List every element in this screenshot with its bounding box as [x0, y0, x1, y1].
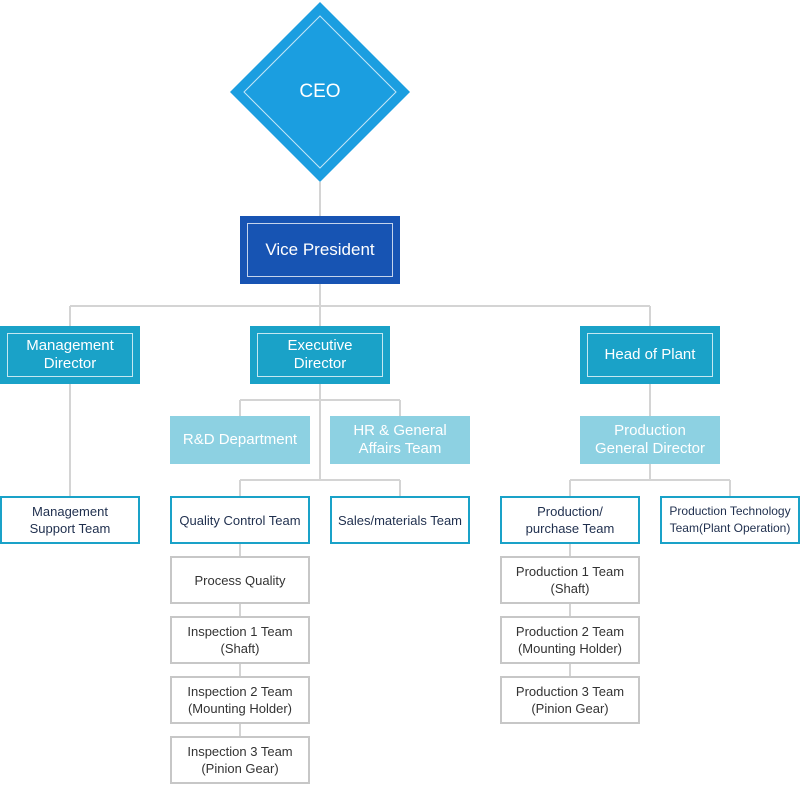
vice-president-label: Vice President [265, 240, 375, 259]
production-subteam-node: Production 2 Team (Mounting Holder) [500, 616, 640, 664]
production-subteam-node: Production 1 Team (Shaft) [500, 556, 640, 604]
management-director-node: Management Director [0, 326, 140, 384]
production-technology-team-node: Production Technology Team(Plant Operati… [660, 496, 800, 544]
management-support-team-label: Management Support Team [29, 504, 111, 536]
production-technology-team-label: Production Technology Team(Plant Operati… [669, 504, 791, 535]
quality-subteam-label: Inspection 2 Team (Mounting Holder) [187, 684, 293, 716]
quality-subteam-label: Inspection 3 Team (Pinion Gear) [187, 744, 293, 776]
executive-director-label: Executive Director [287, 337, 353, 372]
rnd-department-label: R&D Department [182, 431, 298, 448]
quality-subteam-node: Inspection 2 Team (Mounting Holder) [170, 676, 310, 724]
production-general-director-node: Production General Director [580, 416, 720, 464]
production-subteam-label: Production 2 Team (Mounting Holder) [515, 624, 625, 656]
production-subteam-label: Production 1 Team (Shaft) [515, 564, 625, 596]
rnd-department-node: R&D Department [170, 416, 310, 464]
hr-general-affairs-label: HR & General Affairs Team [353, 422, 447, 457]
quality-subteam-node: Inspection 1 Team (Shaft) [170, 616, 310, 664]
executive-director-node: Executive Director [250, 326, 390, 384]
head-of-plant-label: Head of Plant [604, 346, 696, 363]
quality-subteam-label: Process Quality [194, 572, 286, 588]
management-director-label: Management Director [26, 337, 114, 372]
ceo-diamond-shape [230, 2, 410, 182]
quality-subteam-node: Inspection 3 Team (Pinion Gear) [170, 736, 310, 784]
management-support-team-node: Management Support Team [0, 496, 140, 544]
sales-materials-team-node: Sales/materials Team [330, 496, 470, 544]
production-subteam-node: Production 3 Team (Pinion Gear) [500, 676, 640, 724]
production-purchase-team-node: Production/ purchase Team [500, 496, 640, 544]
ceo-node: CEO [228, 0, 412, 184]
quality-control-team-node: Quality Control Team [170, 496, 310, 544]
vice-president-node: Vice President [240, 216, 400, 284]
production-general-director-label: Production General Director [594, 422, 706, 457]
production-subteam-label: Production 3 Team (Pinion Gear) [515, 684, 625, 716]
sales-materials-team-label: Sales/materials Team [337, 512, 463, 528]
hr-general-affairs-node: HR & General Affairs Team [330, 416, 470, 464]
quality-subteam-label: Inspection 1 Team (Shaft) [187, 624, 293, 656]
quality-control-team-label: Quality Control Team [179, 512, 301, 528]
ceo-label: CEO [299, 81, 341, 102]
quality-subteam-node: Process Quality [170, 556, 310, 604]
production-purchase-team-label: Production/ purchase Team [525, 504, 615, 536]
head-of-plant-node: Head of Plant [580, 326, 720, 384]
